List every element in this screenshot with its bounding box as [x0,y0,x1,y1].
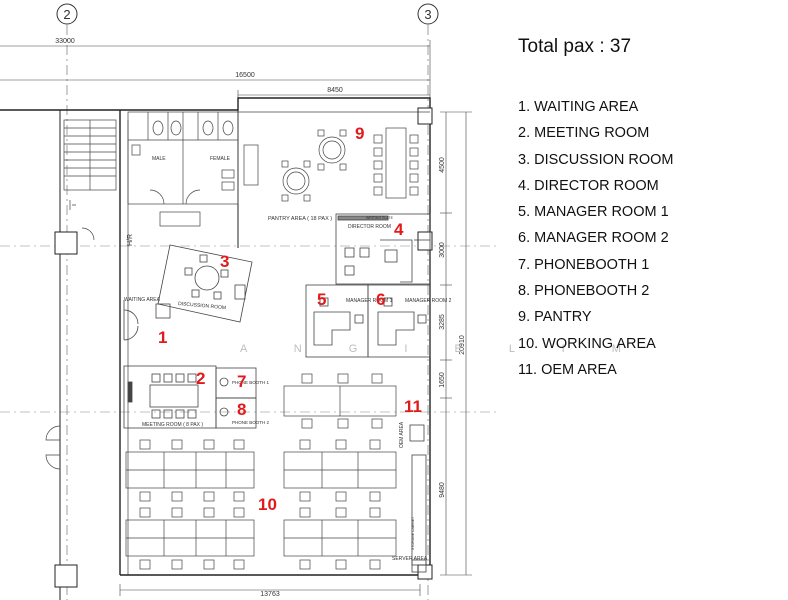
legend-panel: Total pax : 37 1. WAITING AREA 2. MEETIN… [518,36,780,383]
discussion-room-label: DISCUSSION ROOM [178,301,226,311]
manager-room-2-label: MANAGER ROOM 2 [405,298,452,304]
oem-area [409,424,427,573]
legend-item: 8. PHONEBOOTH 2 [518,283,650,300]
legend-item: 3. DISCUSSION ROOM [518,151,674,168]
dim-4500: 4500 [439,157,446,173]
dim-8450: 8450 [327,87,343,94]
dim-13763: 13763 [260,591,280,598]
legend-item: 5. MANAGER ROOM 1 [518,204,669,221]
waiting-area-label: WAITING AREA [124,297,161,303]
walls [0,97,431,600]
room-legend: 1. WAITING AREA 2. MEETING ROOM 3. DISCU… [518,94,780,383]
marker-10: 10 [258,495,277,514]
staircase [63,119,117,241]
phone-booths [215,367,257,429]
meeting-room-label: MEETING ROOM ( 8 PAX ) [142,422,203,428]
legend-item: 10. WORKING AREA [518,335,656,352]
marker-3: 3 [220,252,229,271]
marker-4: 4 [394,220,404,239]
marker-6: 6 [376,290,385,309]
grid-line-2: 2 [56,3,78,600]
dim-20910: 20910 [459,335,466,355]
waiting-area [123,300,171,341]
workstations [125,373,397,570]
manager-room-1-label: MANAGER ROOM 1 [346,298,393,304]
female-toilet-label: FEMALE [210,156,231,162]
grid-label-3: 3 [424,7,431,22]
dim-33000: 33000 [55,38,75,45]
oem-area-label: OEM AREA [399,421,405,448]
watermark: A N G I E L I M [240,343,643,355]
right-dimensions [440,111,472,576]
phone-booth-1-label: PHONE BOOTH 1 [232,380,270,385]
legend-item: 6. MANAGER ROOM 2 [518,230,669,247]
discussion-room [157,244,253,323]
total-pax-value: 37 [609,36,632,57]
director-room [335,213,431,285]
marker-8: 8 [237,400,246,419]
total-pax-label: Total pax : [518,36,605,57]
storage-label: STORAGE CABINET [411,516,415,550]
director-shelf-label: WRITING SLATE [366,216,394,220]
dim-9480: 9480 [439,482,446,498]
manager-rooms [305,284,431,358]
pantry [238,111,430,202]
top-dimensions [0,40,431,100]
dim-1650: 1650 [439,372,446,388]
legend-item: 1. WAITING AREA [518,99,639,115]
legend-item: 11. OEM AREA [518,361,617,378]
legend-item: 9. PANTRY [518,309,592,326]
legend-item: 7. PHONEBOOTH 1 [518,256,650,273]
male-toilet-label: MALE [152,156,166,162]
legend-item: 4. DIRECTOR ROOM [518,177,659,194]
marker-11: 11 [404,397,422,416]
marker-1: 1 [158,328,167,347]
grid-label-2: 2 [63,7,70,22]
dim-3285: 3285 [439,314,446,330]
pantry-label: PANTRY AREA ( 18 PAX ) [268,216,332,222]
server-area-label: SERVER AREA [392,556,428,562]
marker-5: 5 [317,290,326,309]
marker-2: 2 [196,369,205,388]
legend-item: 2. MEETING ROOM [518,125,650,142]
total-pax: Total pax : 37 [518,36,780,58]
phone-booth-2-label: PHONE BOOTH 2 [232,420,270,425]
toilets [127,111,259,227]
dim-3000: 3000 [439,242,446,258]
dim-16500: 16500 [235,72,255,79]
hr-label: H/R [127,234,134,246]
director-room-label: DIRECTOR ROOM [348,224,391,230]
marker-9: 9 [355,124,364,143]
marker-7: 7 [237,372,246,391]
